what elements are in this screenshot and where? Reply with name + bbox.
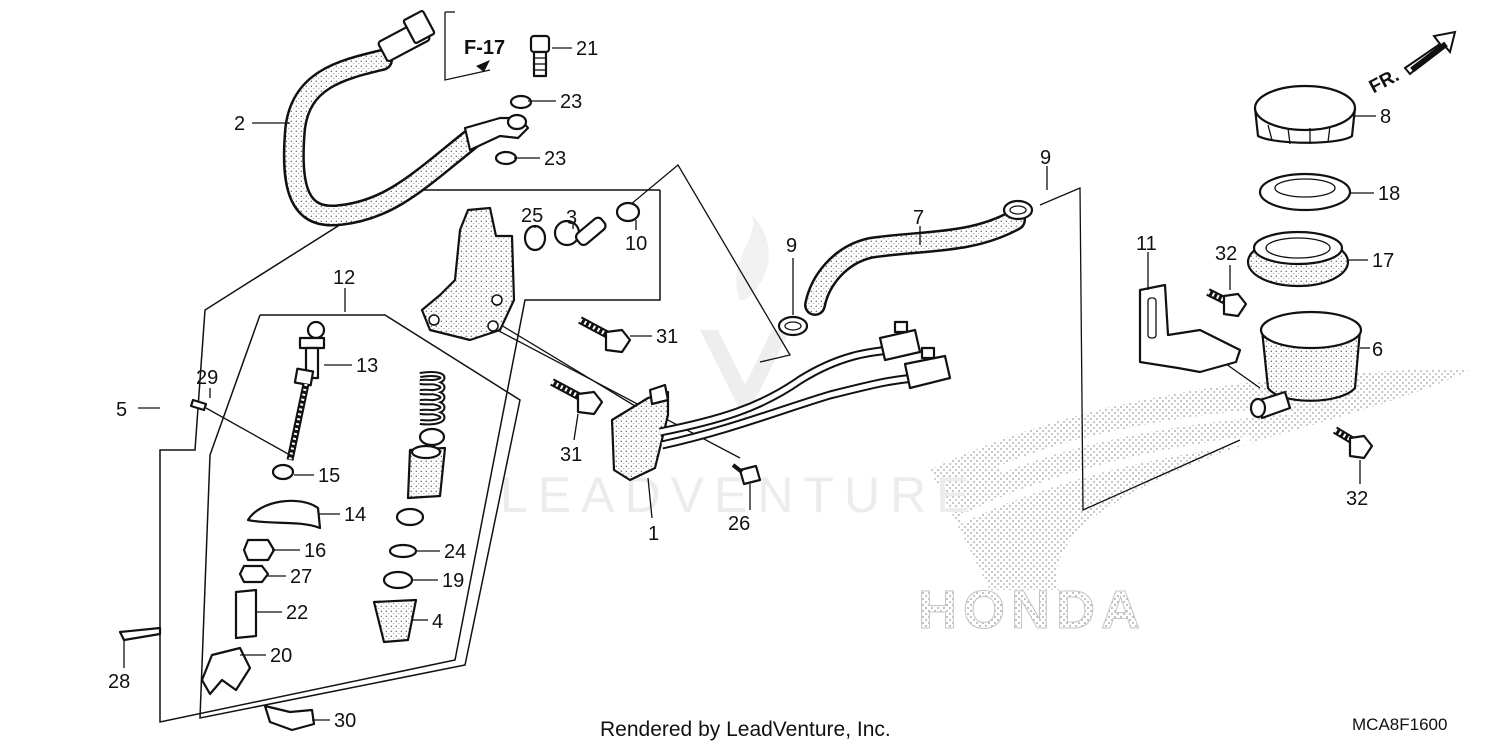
diagram-code: MCA8F1600 [1352,715,1448,734]
circlip-part [615,201,641,223]
callout-30: 30 [334,710,356,732]
callout-32-lower: 32 [1346,488,1368,510]
callout-29: 29 [196,367,218,389]
reference-arrow-icon [476,60,490,72]
callout-11: 11 [1136,233,1157,255]
callout-6: 6 [1372,339,1383,361]
callout-7: 7 [913,207,924,229]
callout-28: 28 [108,671,130,693]
wire-harness-part [659,320,952,450]
nut-27-part [238,564,270,584]
hose-clip-lower-part [777,315,809,337]
piston-part [406,427,447,500]
hose-joint-part [553,216,607,247]
callout-32-upper: 32 [1215,243,1237,265]
honda-brand-text: HONDA [918,580,1146,640]
push-rod-part [286,320,326,461]
joint-22-part [234,588,258,640]
callout-8: 8 [1380,106,1391,128]
switch-bracket-part [610,383,670,482]
callout-27: 27 [290,566,312,588]
bolt-32-lower-part [1332,426,1374,460]
sealing-washer-part [494,150,518,166]
callout-21: 21 [576,38,598,60]
callout-26: 26 [728,513,750,535]
spring-part [419,371,446,426]
callout-22: 22 [286,602,308,624]
nut-15-part [271,463,295,481]
circlip-19-part [382,570,414,590]
callout-numbers: 1 2 3 4 5 6 7 8 9 9 10 11 12 13 14 15 16… [108,38,1400,732]
callout-1: 1 [648,523,659,545]
callout-25: 25 [521,205,543,227]
callout-leaders [123,47,1376,721]
boot-4-part [372,598,418,644]
callout-15: 15 [318,465,340,487]
master-cylinder-body-part [420,206,516,342]
reservoir-stay-part [1138,283,1242,374]
callout-4: 4 [432,611,443,633]
callout-14: 14 [344,504,366,526]
callout-10: 10 [625,233,647,255]
render-credit: Rendered by LeadVenture, Inc. [600,718,891,741]
callout-13: 13 [356,355,378,377]
clevis-20-part [200,646,252,696]
bolt-31-upper-part [578,316,632,354]
cotter-pin-part [189,398,208,412]
callout-19: 19 [442,570,464,592]
callout-2: 2 [234,113,245,135]
callout-20: 20 [270,645,292,667]
diaphragm-plate-part [1258,172,1352,212]
assembly-outline-12 [199,314,521,719]
pin-30-part [263,704,316,732]
callout-17: 17 [1372,250,1394,272]
reservoir-cap-part [1253,84,1357,145]
callout-24: 24 [444,541,466,563]
reference-label: F-17 [464,37,505,59]
washer-24-part [388,543,418,559]
callout-23-upper: 23 [560,91,582,113]
sealing-washer-part [509,94,533,110]
bolt-31-lower-part [550,378,604,416]
assembly-outline-5 [159,189,661,723]
brake-hose-part [282,9,530,227]
bolt-32-upper-part [1206,288,1248,318]
diaphragm-part [1246,230,1350,288]
callout-18: 18 [1378,183,1400,205]
screw-26-part [731,463,762,486]
front-direction-label: FR. [1366,65,1403,98]
callout-16: 16 [304,540,326,562]
leadventure-watermark: LEADVENTURE [500,467,980,523]
nut-16-part [242,538,276,562]
pin-28-part [118,626,162,642]
front-direction-arrow-icon [1403,30,1457,76]
leadventure-logo-mark [700,215,790,420]
cup-part [395,507,425,527]
banjo-bolt-part [529,34,551,78]
callout-3: 3 [566,207,577,229]
callout-31-lower: 31 [560,444,582,466]
callout-5: 5 [116,399,127,421]
callout-12: 12 [333,267,355,289]
boot-14-part [246,499,322,530]
honda-wing-watermark [930,369,1470,590]
callout-31-upper: 31 [656,326,678,348]
hose-clip-upper-part [1002,199,1034,221]
o-ring-part [523,224,547,252]
callout-23-lower: 23 [544,148,566,170]
callout-9-lower: 9 [786,235,797,257]
reservoir-hose-part [804,209,1026,316]
reservoir-body-part [1249,310,1363,420]
callout-9-upper: 9 [1040,147,1051,169]
